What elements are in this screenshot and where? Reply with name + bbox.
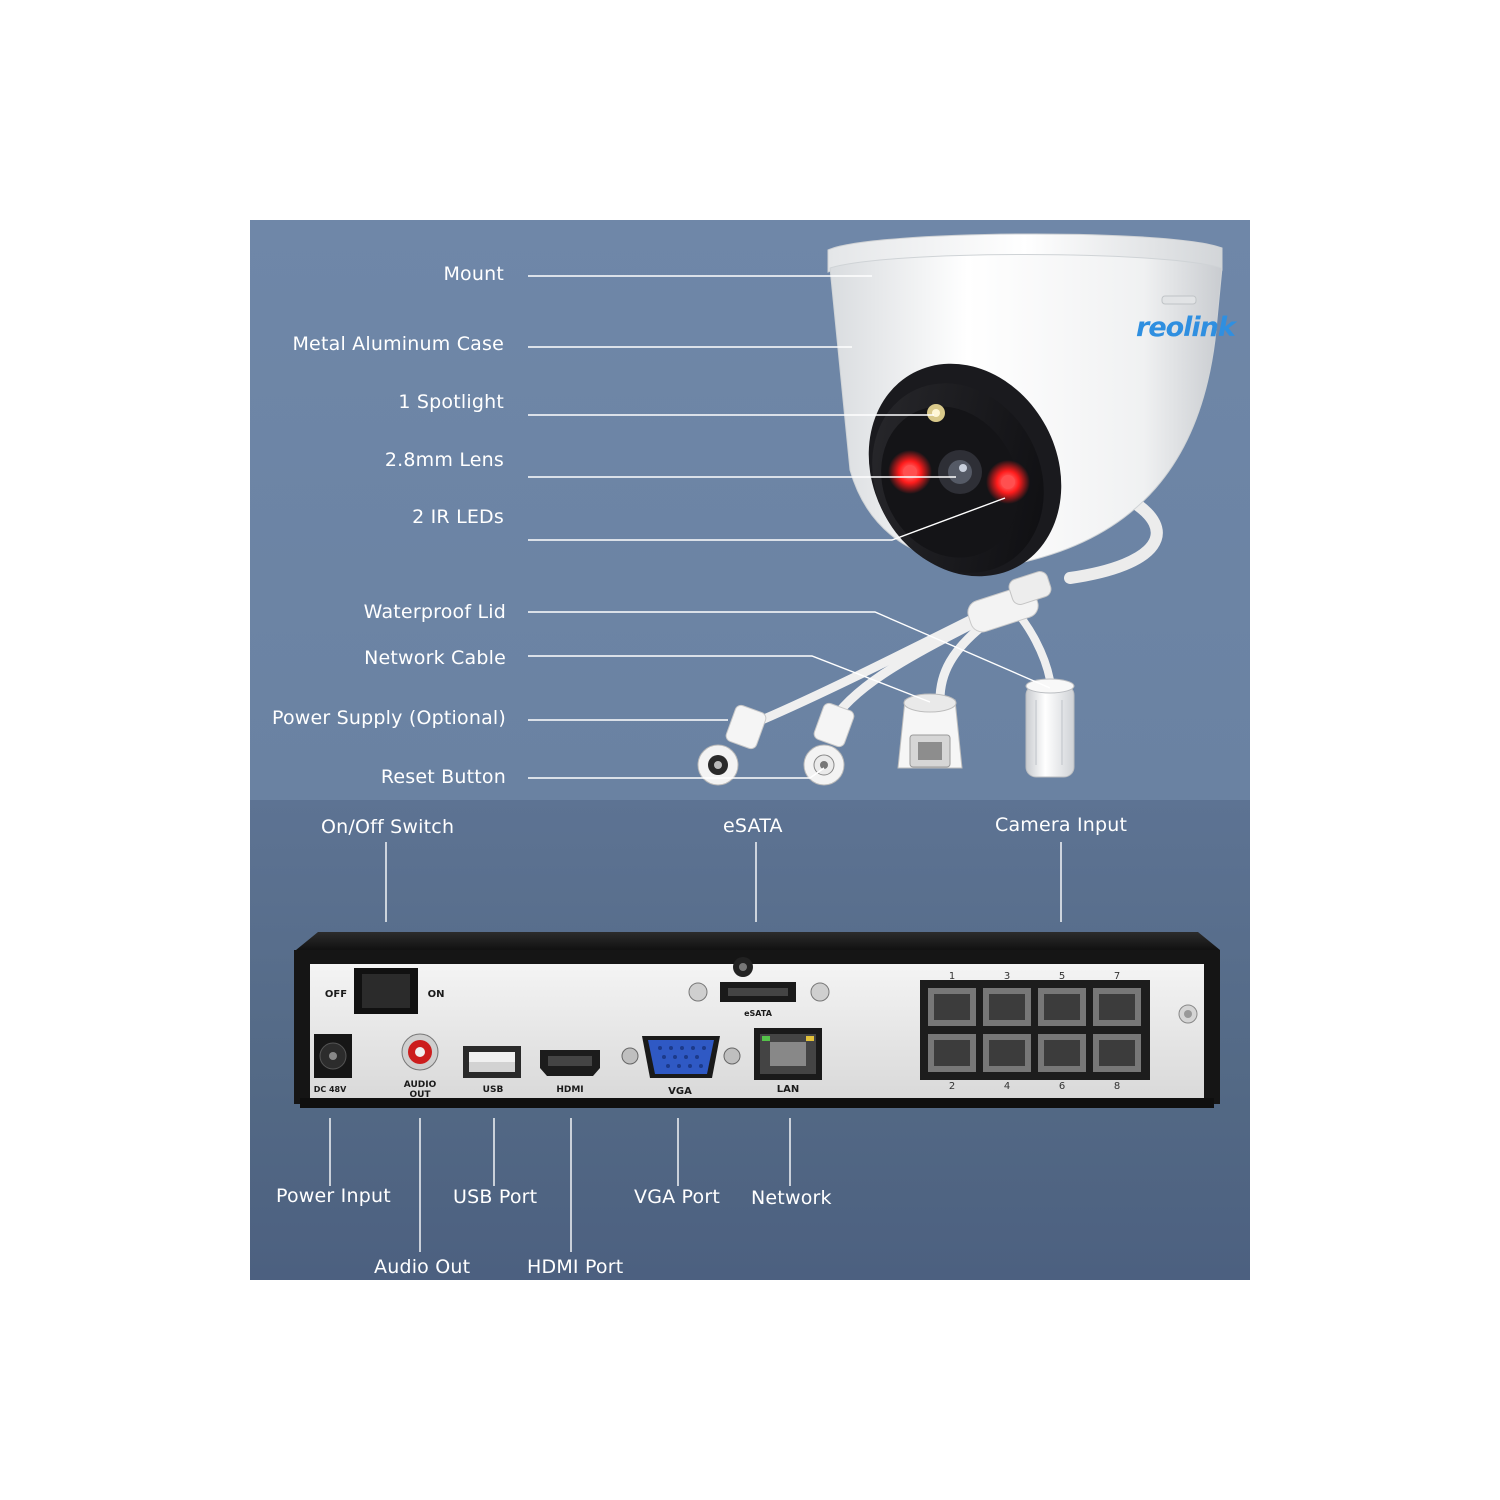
camera-input-ports — [928, 988, 1141, 1072]
label-metal-aluminum-case: Metal Aluminum Case — [292, 333, 504, 355]
label-spotlight: 1 Spotlight — [398, 391, 504, 413]
port-number-3: 3 — [1004, 971, 1010, 982]
esata-text: eSATA — [744, 1009, 773, 1018]
usb-text: USB — [483, 1085, 504, 1095]
label-waterproof-lid: Waterproof Lid — [363, 601, 506, 623]
lan-text: LAN — [777, 1084, 799, 1095]
label-ir-leds: 2 IR LEDs — [412, 506, 504, 528]
off-text: OFF — [325, 989, 347, 1000]
label-power-supply: Power Supply (Optional) — [271, 707, 506, 729]
reolink-logo: reolink — [1136, 312, 1236, 343]
dc-text: DC 48V — [314, 1085, 347, 1094]
audio-text: AUDIO — [404, 1080, 437, 1090]
camera-leader-lines — [528, 275, 1051, 779]
diagram-graphics: OFF ON DC 48V AUDIO OUT USB HDMI VGA LAN… — [294, 233, 1223, 1252]
label-network-cable: Network Cable — [364, 647, 506, 669]
port-number-2: 2 — [949, 1081, 955, 1092]
label-audio-out: Audio Out — [374, 1256, 471, 1278]
port-number-8: 8 — [1114, 1081, 1120, 1092]
label-esata: eSATA — [723, 815, 783, 837]
label-camera-input: Camera Input — [995, 814, 1128, 836]
on-text: ON — [428, 989, 445, 1000]
label-lens: 2.8mm Lens — [384, 449, 504, 471]
label-power-input: Power Input — [276, 1185, 391, 1207]
audio-out-text: OUT — [409, 1090, 431, 1100]
port-number-1: 1 — [949, 971, 955, 982]
port-number-4: 4 — [1004, 1081, 1010, 1092]
port-number-7: 7 — [1114, 971, 1120, 982]
nvr-leader-lines — [329, 842, 1062, 1252]
label-network: Network — [751, 1187, 832, 1209]
label-mount: Mount — [443, 263, 504, 285]
label-usb-port: USB Port — [453, 1186, 538, 1208]
label-vga-port: VGA Port — [634, 1186, 721, 1208]
dome-camera — [697, 233, 1223, 786]
hdmi-text: HDMI — [556, 1085, 583, 1095]
port-number-6: 6 — [1059, 1081, 1065, 1092]
label-reset-button: Reset Button — [380, 766, 506, 788]
nvr-recorder: OFF ON DC 48V AUDIO OUT USB HDMI VGA LAN… — [294, 932, 1220, 1108]
label-hdmi-port: HDMI Port — [527, 1256, 624, 1278]
vga-text: VGA — [668, 1086, 692, 1097]
label-on-off-switch: On/Off Switch — [321, 816, 455, 838]
port-number-5: 5 — [1059, 971, 1065, 982]
product-diagram-panel: OFF ON DC 48V AUDIO OUT USB HDMI VGA LAN… — [250, 220, 1250, 1280]
